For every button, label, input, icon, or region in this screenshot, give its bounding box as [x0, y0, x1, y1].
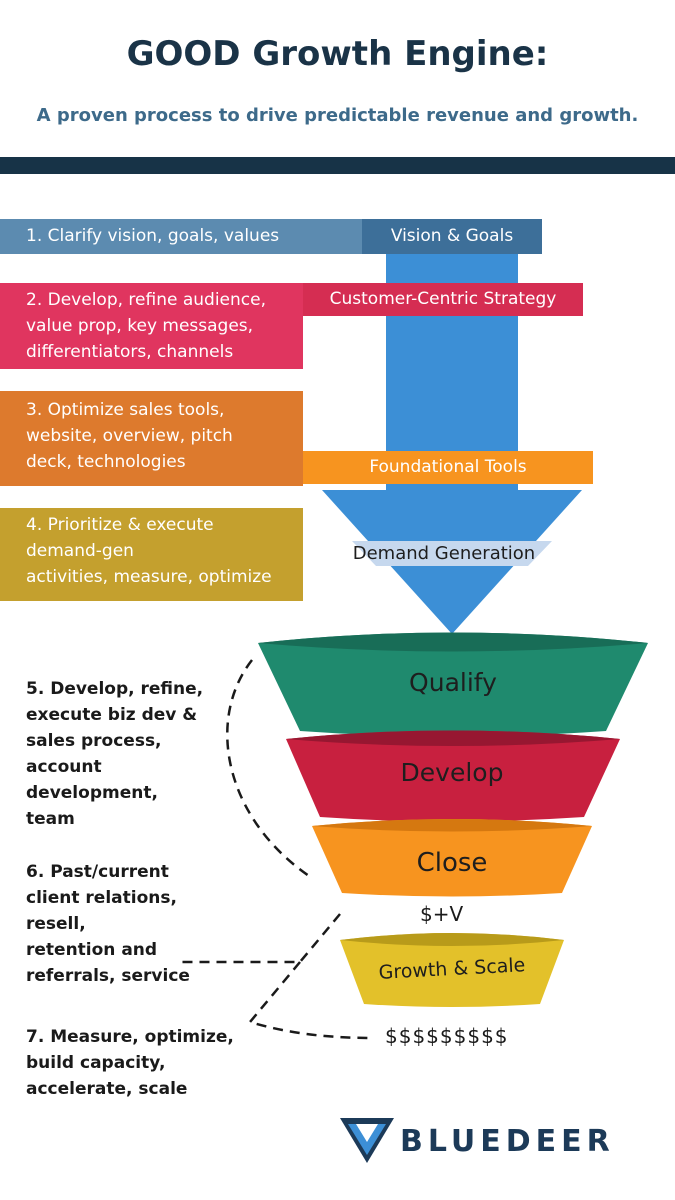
page-title: GOOD Growth Engine:: [126, 34, 549, 74]
note-5: 5. Develop, refine, execute biz dev & sa…: [26, 679, 204, 829]
brand-name: BLUEDEER: [400, 1124, 615, 1159]
demand-generation-label: Demand Generation: [352, 543, 536, 564]
vision-goals-label: Vision & Goals: [362, 219, 542, 254]
funnel-growth: [340, 933, 564, 1007]
funnel-growth-rim: [340, 933, 564, 946]
step-2: 2. Develop, refine audience, value prop,…: [0, 283, 303, 369]
note-6: 6. Past/current client relations, resell…: [26, 862, 190, 986]
funnel-develop-rim: [286, 730, 620, 746]
stage-qualify: Qualify: [409, 668, 497, 697]
funnel-develop: [286, 730, 620, 822]
foundational-tools-label: Foundational Tools: [303, 451, 593, 484]
step-3: 3. Optimize sales tools, website, overvi…: [0, 391, 303, 486]
stage-close: Close: [416, 848, 488, 878]
dash-line-6: [182, 913, 341, 964]
dash-curve-7: [247, 961, 375, 1040]
demand-band: [352, 541, 552, 566]
note-7: 7. Measure, optimize, build capacity, ac…: [26, 1027, 234, 1099]
funnel-qualify-rim: [258, 632, 648, 652]
stage-develop: Develop: [400, 758, 504, 787]
funnel-qualify: [258, 632, 648, 737]
funnel-close: [312, 819, 592, 897]
plus-value-label: $+V: [420, 902, 464, 926]
page-subtitle: A proven process to drive predictable re…: [36, 105, 639, 126]
customer-centric-label: Customer-Centric Strategy: [303, 283, 583, 316]
step-4: 4. Prioritize & execute demand-gen activ…: [0, 508, 303, 601]
dollars-label: $$$$$$$$$: [385, 1024, 509, 1048]
header-divider: [0, 157, 675, 174]
bluedeer-logo-icon: [340, 1118, 394, 1163]
step-1: 1. Clarify vision, goals, values: [0, 219, 365, 254]
funnel-close-rim: [312, 819, 592, 832]
